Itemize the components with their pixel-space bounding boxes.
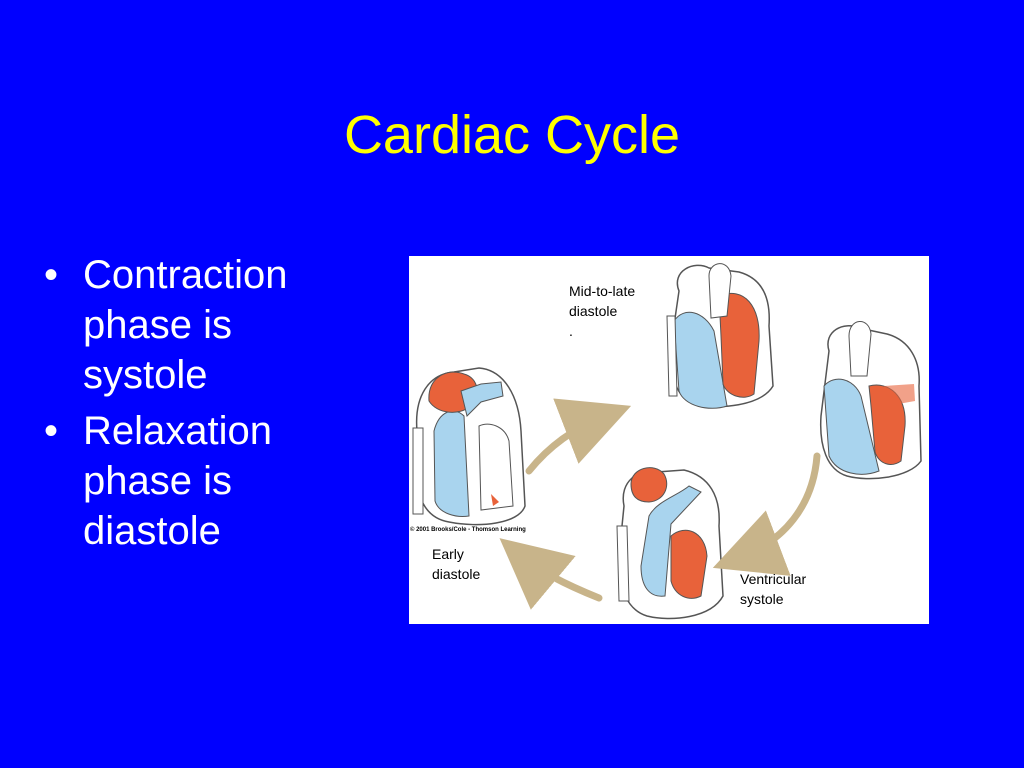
bullet-dot-icon: •: [44, 253, 59, 297]
bullet-list: • Contraction phase is systole • Relaxat…: [40, 250, 370, 562]
heart-ventricular-systole-icon: [616, 467, 724, 620]
cardiac-cycle-diagram: [412, 263, 922, 620]
label-line: systole: [740, 591, 784, 607]
label-early-diastole: Early diastole: [432, 544, 480, 584]
cardiac-cycle-figure: Mid-to-late diastole . Early diastole Ve…: [409, 256, 929, 624]
bullet-text-line: Relaxation: [83, 409, 273, 453]
label-line: Ventricular: [740, 571, 807, 587]
label-ventricular-systole: Ventricular systole: [740, 569, 806, 609]
bullet-dot-icon: •: [44, 409, 59, 453]
bullet-text-line: Contraction: [83, 253, 288, 297]
copyright-text: © 2001 Brooks/Cole - Thomson Learning: [410, 527, 526, 533]
bullet-item-diastole: • Relaxation phase is diastole: [40, 406, 370, 556]
label-line: Mid-to-late: [569, 283, 636, 299]
label-mid-late-diastole: Mid-to-late diastole .: [569, 281, 635, 341]
label-line: diastole: [569, 303, 618, 319]
cycle-arrow-icon: [525, 398, 632, 475]
label-line: diastole: [432, 566, 481, 582]
label-line: Early: [432, 546, 464, 562]
slide-title: Cardiac Cycle: [343, 105, 681, 165]
bullet-text-line: phase is: [83, 303, 232, 347]
bullet-text-line: diastole: [83, 509, 221, 553]
heart-right-icon: [819, 321, 922, 480]
heart-early-diastole-icon: [412, 367, 526, 526]
bullet-text-line: phase is: [83, 459, 232, 503]
label-line: .: [569, 323, 573, 339]
cycle-arrow-icon: [499, 538, 603, 610]
heart-mid-late-diastole-icon: [666, 263, 774, 409]
bullet-item-systole: • Contraction phase is systole: [40, 250, 370, 400]
cycle-arrow-icon: [712, 452, 821, 576]
bullet-text-line: systole: [83, 353, 208, 397]
